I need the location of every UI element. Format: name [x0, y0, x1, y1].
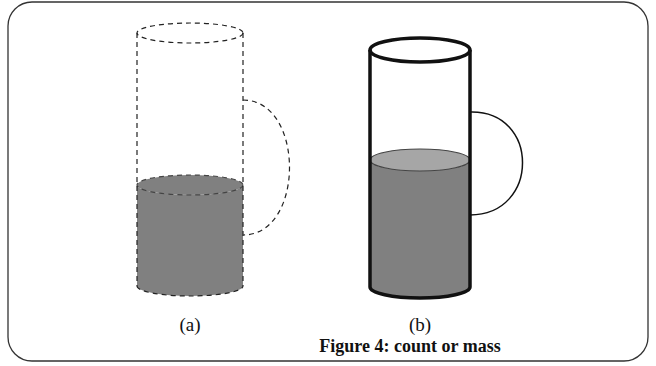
- figure-caption: Figure 4: count or mass: [319, 336, 500, 357]
- dashed-mug: [137, 23, 290, 296]
- sub-figure-label: (b): [409, 314, 431, 336]
- sub-figure-label: (a): [179, 314, 200, 336]
- solid-mug: [370, 38, 523, 298]
- figure-frame: [8, 2, 648, 361]
